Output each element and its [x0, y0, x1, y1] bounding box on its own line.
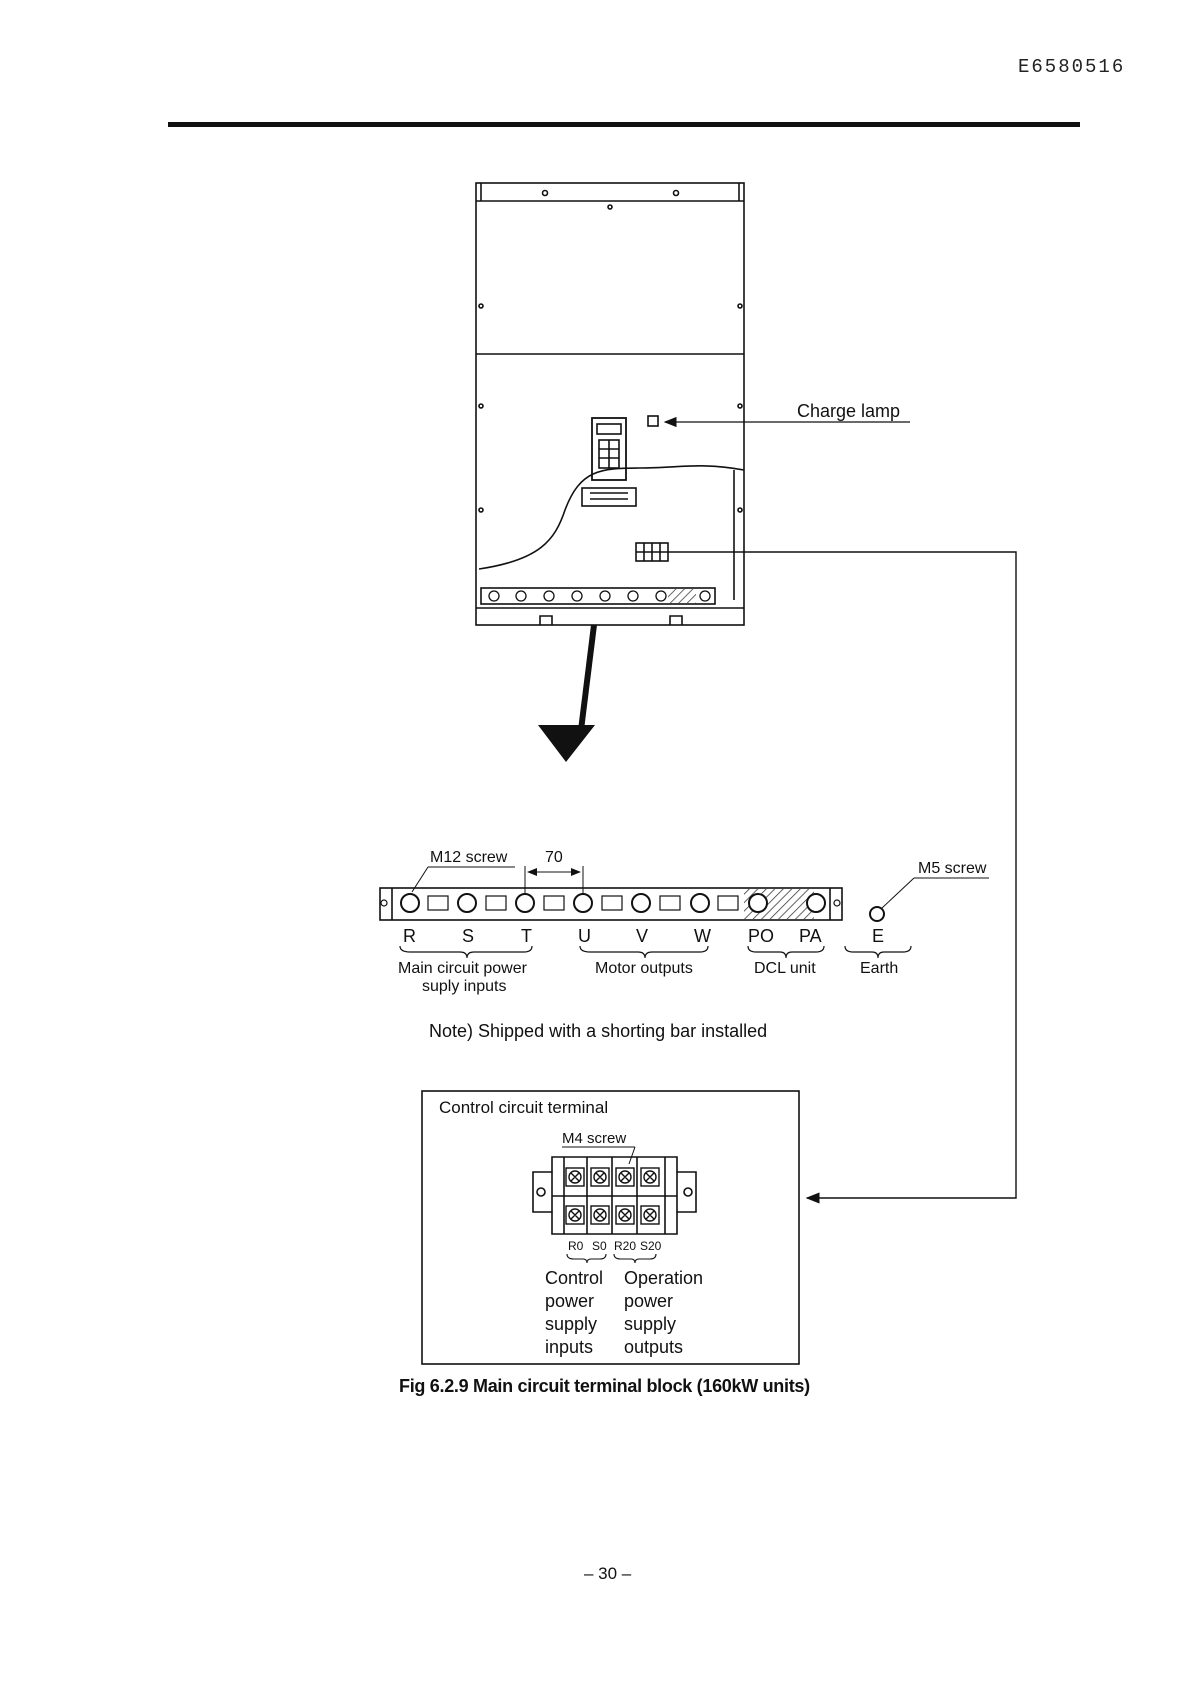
- operation-outputs-label-3: supply: [624, 1314, 676, 1334]
- group-main-label: Main circuit power: [398, 960, 528, 977]
- group-earth-label: Earth: [860, 960, 898, 977]
- shorting-bar-note: Note) Shipped with a shorting bar instal…: [429, 1021, 767, 1041]
- terminal-S: S: [462, 926, 474, 946]
- terminal-W: W: [694, 926, 711, 946]
- control-inputs-label-2: power: [545, 1291, 594, 1311]
- m4-screw-label: M4 screw: [562, 1130, 626, 1147]
- charge-lamp-label: Charge lamp: [797, 401, 900, 421]
- operation-outputs-label-1: Operation: [624, 1268, 703, 1288]
- terminal-PA: PA: [799, 926, 822, 946]
- control-terminal-screws: [565, 1167, 660, 1225]
- group-braces: [399, 945, 912, 959]
- control-terminal-box: [421, 1090, 800, 1365]
- terminal-separator-marks: [380, 895, 841, 911]
- group-dcl-label: DCL unit: [754, 960, 816, 977]
- control-terminal-R20: R20: [614, 1239, 636, 1253]
- page-number: – 30 –: [584, 1564, 632, 1583]
- control-terminal-R0: R0: [568, 1239, 584, 1253]
- figure-caption: Fig 6.2.9 Main circuit terminal block (1…: [399, 1376, 810, 1396]
- control-terminal-S20: S20: [640, 1239, 662, 1253]
- terminal-T: T: [521, 926, 532, 946]
- earth-screw: [869, 906, 885, 922]
- terminal-U: U: [578, 926, 591, 946]
- operation-outputs-label-2: power: [624, 1291, 673, 1311]
- header-rule: [168, 122, 1080, 127]
- operation-outputs-label-4: outputs: [624, 1337, 683, 1357]
- document-id: E6580516: [1018, 56, 1126, 78]
- control-inputs-label-1: Control: [545, 1268, 603, 1288]
- control-terminal-title: Control circuit terminal: [439, 1098, 608, 1117]
- control-terminal-S0: S0: [592, 1239, 607, 1253]
- terminal-PO: PO: [748, 926, 774, 946]
- main-terminal-block: [379, 887, 843, 921]
- zoom-arrow: [538, 625, 597, 762]
- m12-screw-leader: [411, 866, 429, 893]
- terminal-R: R: [403, 926, 416, 946]
- m12-screw-label: M12 screw: [430, 849, 508, 866]
- group-motor-label: Motor outputs: [595, 960, 693, 977]
- charge-lamp-indicator: [647, 415, 659, 427]
- main-terminal-screws: [400, 893, 826, 913]
- terminal-E: E: [872, 926, 884, 946]
- control-inputs-label-3: supply: [545, 1314, 597, 1334]
- control-group-braces: [566, 1253, 657, 1264]
- m5-screw-label: M5 screw: [918, 860, 987, 877]
- inverter-unit: [475, 182, 745, 626]
- m4-screw-leader: [628, 1146, 636, 1165]
- control-terminal-leader: [668, 551, 1017, 1204]
- control-terminal-block: [532, 1156, 697, 1235]
- pitch-label: 70: [545, 849, 563, 866]
- group-main-label-line2: suply inputs: [422, 978, 507, 995]
- internal-terminal-screws: [488, 590, 711, 602]
- m5-screw-leader: [881, 877, 915, 909]
- control-inputs-label-4: inputs: [545, 1337, 593, 1357]
- terminal-V: V: [636, 926, 648, 946]
